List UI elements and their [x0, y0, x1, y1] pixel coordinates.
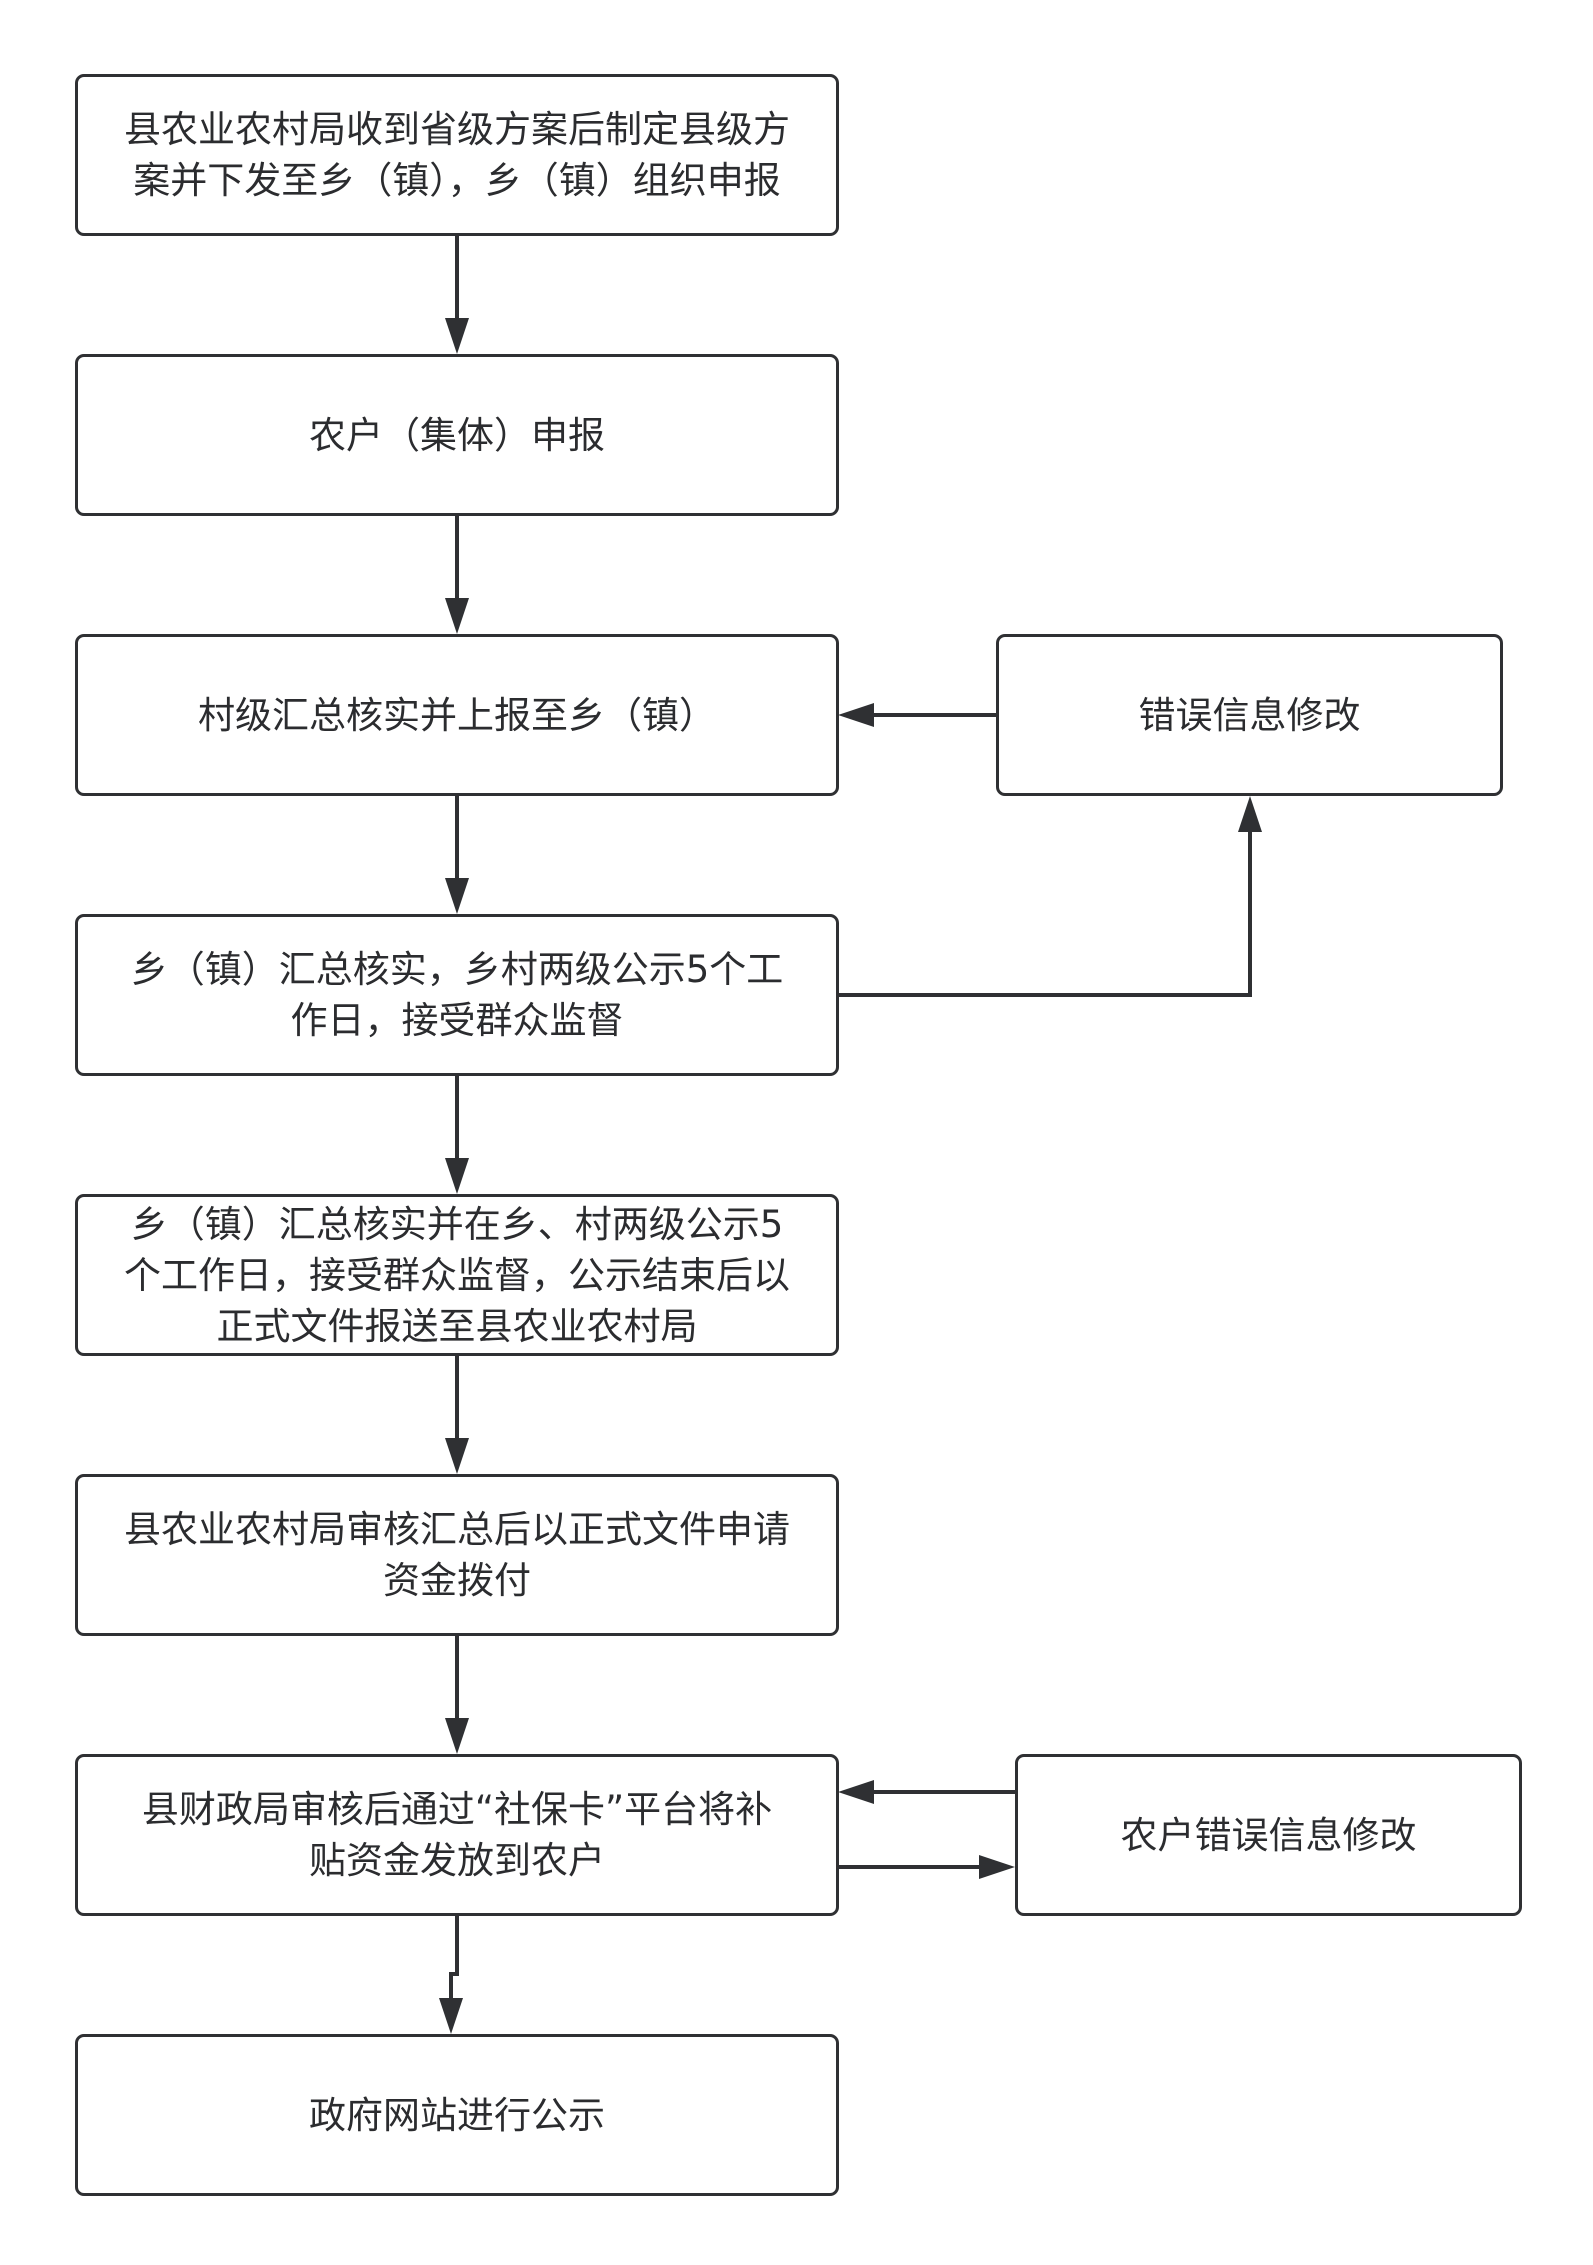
connector-step4-to-step5	[445, 1076, 469, 1194]
error-fix-label: 错误信息修改	[1138, 693, 1361, 737]
step-finance-disburse-box: 县财政局审核后通过“社保卡”平台将补 贴资金发放到农户	[75, 1754, 839, 1916]
step-county-review-label: 县农业农村局审核汇总后以正式文件申请 资金拨付	[124, 1508, 790, 1602]
connector-farmer-fix-to-step7	[838, 1780, 1015, 1804]
step-website-publicize-box: 政府网站进行公示	[75, 2034, 839, 2196]
step-county-plan-box: 县农业农村局收到省级方案后制定县级方 案并下发至乡（镇），乡（镇）组织申报	[75, 74, 839, 236]
farmer-error-fix-label: 农户错误信息修改	[1120, 1813, 1417, 1857]
connector-step5-to-step6	[445, 1356, 469, 1474]
connector-step4-to-error-fix	[838, 796, 1262, 997]
connector-step2-to-step3	[445, 516, 469, 634]
connector-step7-to-farmer-fix	[838, 1855, 1015, 1879]
connector-step1-to-step2	[445, 236, 469, 354]
step-township-publicize-label: 乡（镇）汇总核实，乡村两级公示5个工 作日，接受群众监督	[130, 948, 784, 1042]
step-township-report-box: 乡（镇）汇总核实并在乡、村两级公示5 个工作日，接受群众监督，公示结束后以 正式…	[75, 1194, 839, 1356]
step-village-verify-label: 村级汇总核实并上报至乡（镇）	[198, 693, 716, 737]
step-county-plan-label: 县农业农村局收到省级方案后制定县级方 案并下发至乡（镇），乡（镇）组织申报	[124, 108, 790, 202]
connector-step6-to-step7	[445, 1636, 469, 1754]
step-village-verify-box: 村级汇总核实并上报至乡（镇）	[75, 634, 839, 796]
connector-step3-to-step4	[445, 796, 469, 914]
farmer-error-fix-box: 农户错误信息修改	[1015, 1754, 1522, 1916]
step-website-publicize-label: 政府网站进行公示	[309, 2093, 605, 2137]
step-finance-disburse-label: 县财政局审核后通过“社保卡”平台将补 贴资金发放到农户	[141, 1788, 773, 1882]
step-county-review-box: 县农业农村局审核汇总后以正式文件申请 资金拨付	[75, 1474, 839, 1636]
connector-step7-to-step8	[439, 1916, 463, 2034]
error-fix-box: 错误信息修改	[996, 634, 1503, 796]
step-township-report-label: 乡（镇）汇总核实并在乡、村两级公示5 个工作日，接受群众监督，公示结束后以 正式…	[124, 1202, 790, 1348]
step-farmer-apply-box: 农户（集体）申报	[75, 354, 839, 516]
step-township-publicize-box: 乡（镇）汇总核实，乡村两级公示5个工 作日，接受群众监督	[75, 914, 839, 1076]
connector-error-fix-to-step3	[838, 703, 996, 727]
step-farmer-apply-label: 农户（集体）申报	[309, 413, 605, 457]
